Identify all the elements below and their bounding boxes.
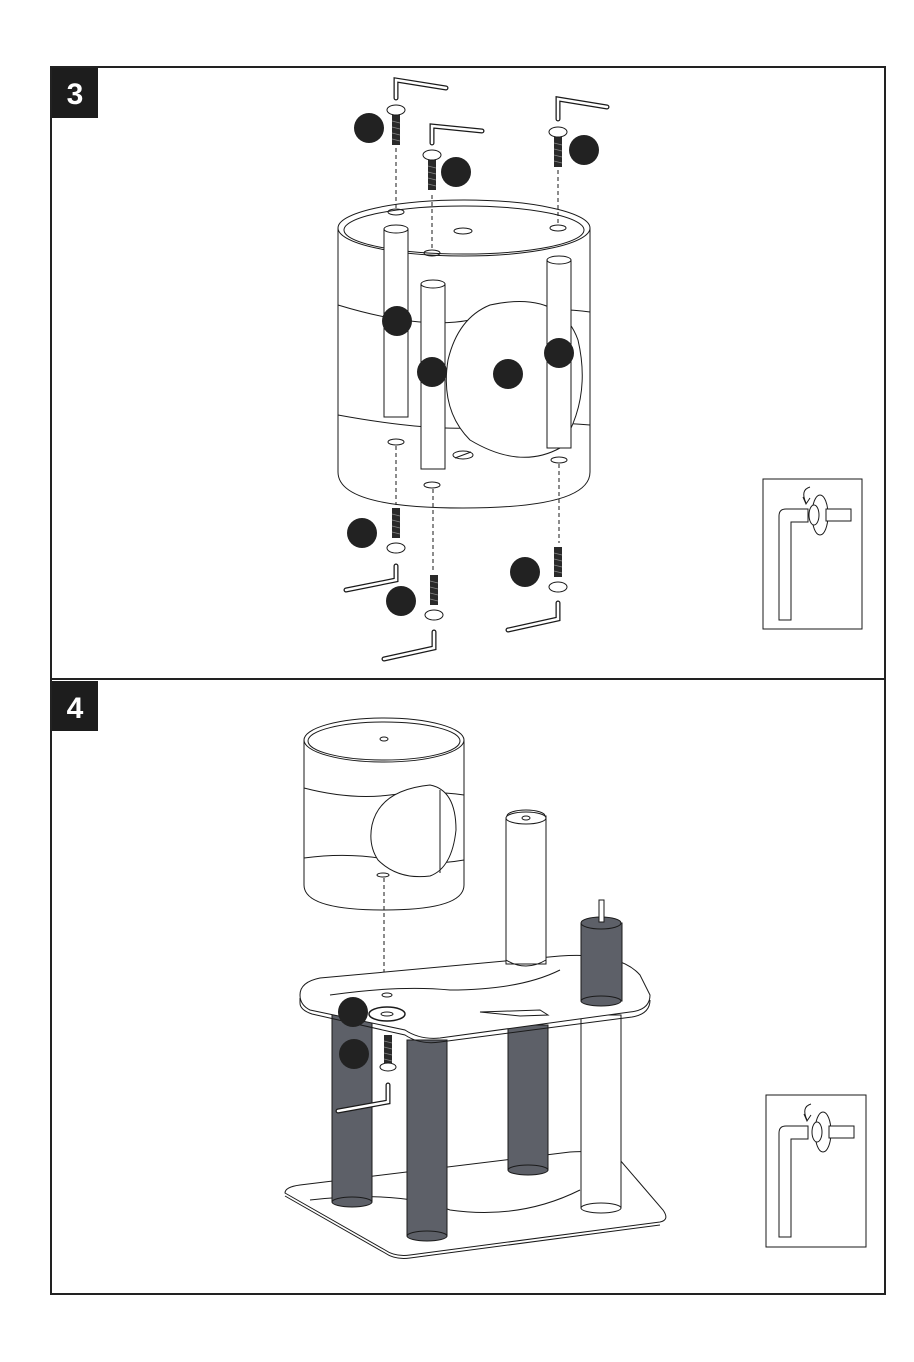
- bolt-icon: [829, 1126, 854, 1138]
- allen-key-icon: [384, 632, 434, 659]
- bolt-icon: [425, 575, 443, 620]
- callout-marker: [354, 113, 384, 143]
- callout-marker: [510, 557, 540, 587]
- bolt-icon: [380, 1035, 396, 1071]
- tighten-detail-box: [766, 1095, 866, 1247]
- bolt-icon: [423, 150, 441, 190]
- callout-marker: [347, 518, 377, 548]
- callout-marker: [569, 135, 599, 165]
- callout-marker: [339, 1039, 369, 1069]
- allen-key-icon: [346, 566, 396, 590]
- allen-key-icon: [432, 126, 482, 143]
- entrance-hole: [371, 785, 456, 877]
- step-3-number: 3: [67, 78, 84, 111]
- step-4-number: 4: [67, 692, 84, 725]
- callout-marker: [382, 306, 412, 336]
- step-4-illustration: [285, 718, 666, 1258]
- step-3-badge: 3: [52, 68, 98, 118]
- bolt-icon: [387, 508, 405, 553]
- step-4-badge: 4: [52, 681, 98, 731]
- callout-marker: [544, 338, 574, 368]
- allen-key-icon: [396, 80, 446, 98]
- allen-key-icon: [558, 99, 607, 119]
- callout-marker: [417, 357, 447, 387]
- callout-marker: [386, 586, 416, 616]
- bolt-icon: [549, 547, 567, 592]
- callout-marker: [338, 997, 368, 1027]
- tighten-detail-box: [763, 479, 862, 629]
- bolt-icon: [826, 509, 851, 521]
- callout-marker: [441, 157, 471, 187]
- bolt-icon: [549, 127, 567, 167]
- bolt-icon: [387, 105, 405, 145]
- allen-key-icon: [508, 603, 558, 630]
- barrel-top: [304, 718, 464, 762]
- callout-marker: [493, 359, 523, 389]
